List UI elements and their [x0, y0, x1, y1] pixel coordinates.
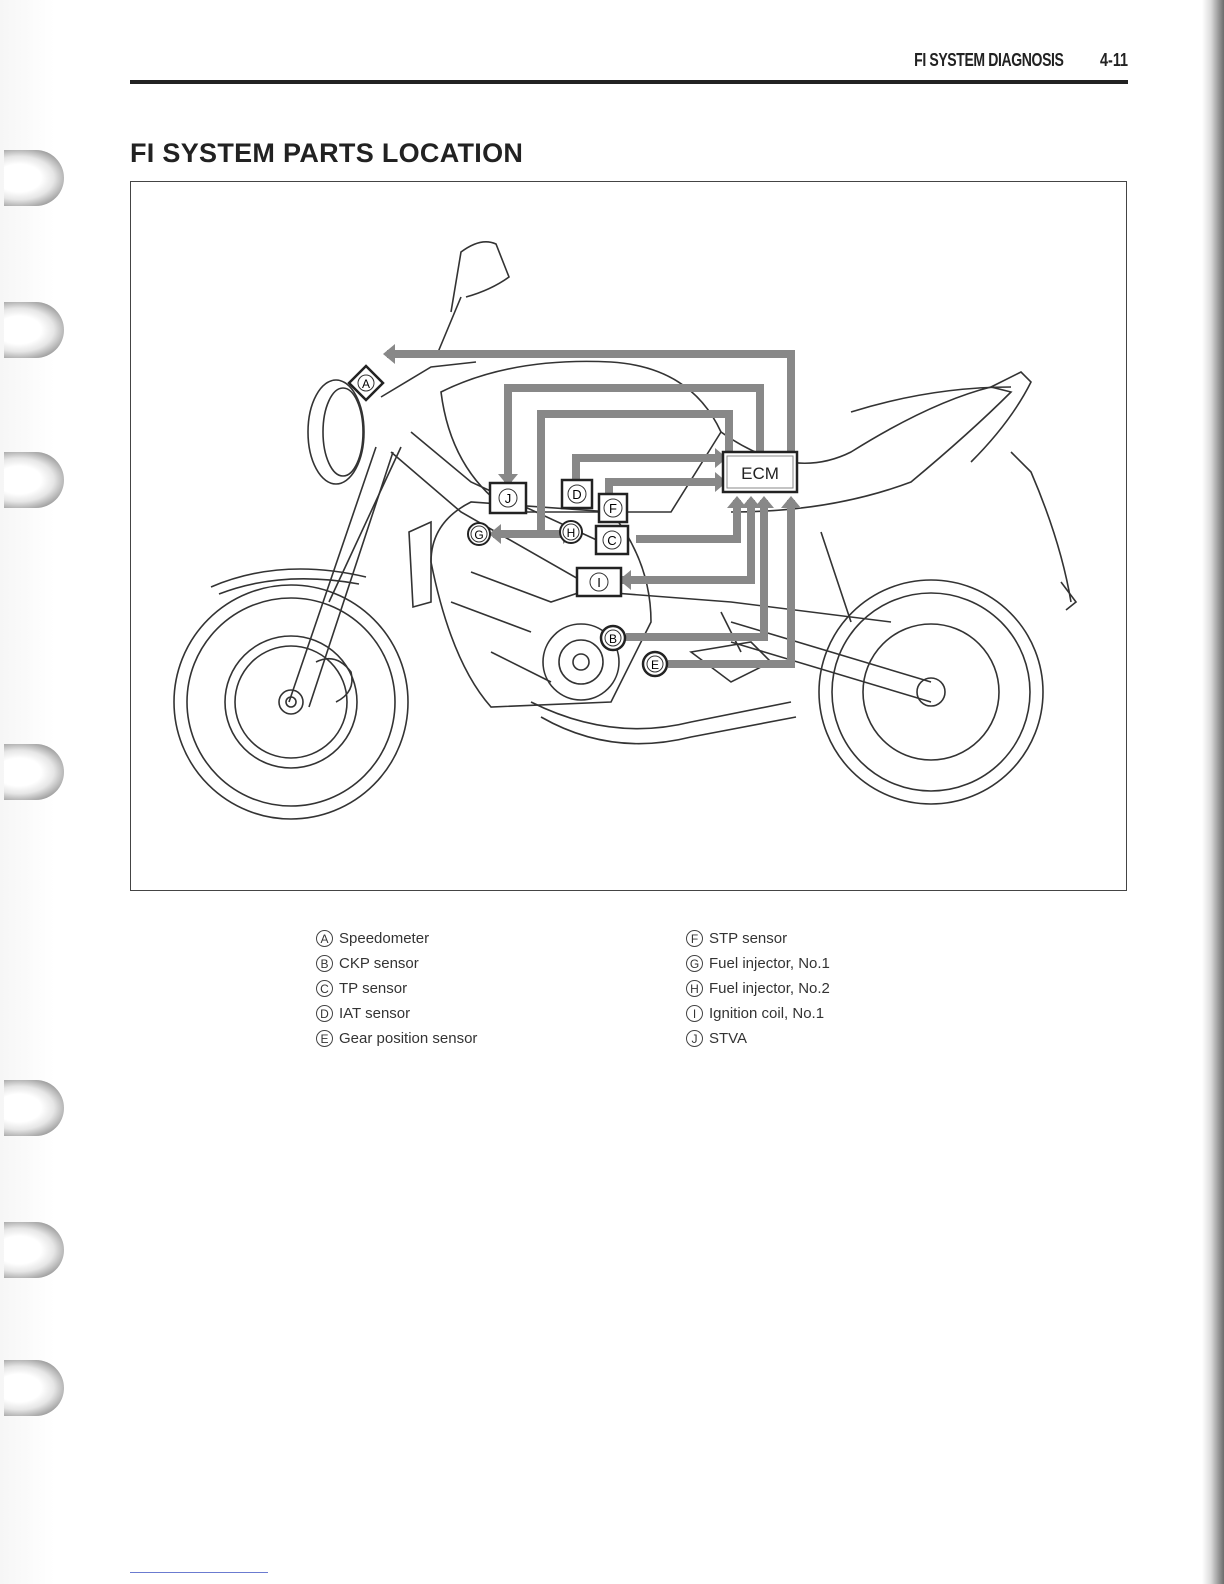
- footer-rule: [130, 1572, 268, 1573]
- marker-label-h: H: [567, 526, 576, 540]
- legend-item: G Fuel injector, No.1: [686, 951, 830, 976]
- legend-letter: D: [316, 1005, 333, 1022]
- binder-hole: [4, 1080, 64, 1136]
- legend-item: D IAT sensor: [316, 1001, 477, 1026]
- legend-item: I Ignition coil, No.1: [686, 1001, 830, 1026]
- marker-e: E: [643, 652, 667, 676]
- binder-hole: [4, 150, 64, 206]
- marker-label-j: J: [505, 491, 512, 506]
- page-number: 4-11: [1100, 50, 1128, 71]
- marker-label-e: E: [651, 658, 659, 672]
- binder-hole: [4, 744, 64, 800]
- parts-location-figure: ECM A J D F G: [130, 181, 1127, 891]
- section-title: FI SYSTEM PARTS LOCATION: [130, 138, 523, 169]
- ecm-label: ECM: [741, 464, 779, 483]
- marker-c: C: [596, 526, 628, 554]
- marker-label-i: I: [597, 575, 601, 590]
- ecm-box: ECM: [723, 452, 797, 492]
- header-title: FI SYSTEM DIAGNOSIS: [915, 50, 1064, 71]
- legend-item: C TP sensor: [316, 976, 477, 1001]
- marker-d: D: [562, 480, 592, 508]
- legend-letter: I: [686, 1005, 703, 1022]
- binder-margin: [0, 0, 78, 1584]
- binder-hole: [4, 302, 64, 358]
- legend-item: J STVA: [686, 1026, 830, 1051]
- legend-text: Ignition coil, No.1: [709, 1005, 824, 1022]
- legend-item: A Speedometer: [316, 926, 477, 951]
- legend-item: F STP sensor: [686, 926, 830, 951]
- binder-hole: [4, 1222, 64, 1278]
- marker-i: I: [577, 568, 621, 596]
- legend-item: H Fuel injector, No.2: [686, 976, 830, 1001]
- legend-left: A Speedometer B CKP sensor C TP sensor D…: [316, 926, 477, 1051]
- page-edge-shadow: [1202, 0, 1224, 1584]
- legend-item: B CKP sensor: [316, 951, 477, 976]
- legend-text: STP sensor: [709, 930, 787, 947]
- marker-f: F: [599, 494, 627, 522]
- marker-label-f: F: [609, 501, 617, 516]
- legend-letter: E: [316, 1030, 333, 1047]
- legend-letter: B: [316, 955, 333, 972]
- legend-text: IAT sensor: [339, 1005, 410, 1022]
- marker-label-c: C: [607, 533, 616, 548]
- legend-letter: A: [316, 930, 333, 947]
- binder-hole: [4, 452, 64, 508]
- legend-letter: C: [316, 980, 333, 997]
- motorcycle-diagram: ECM A J D F G: [131, 182, 1126, 890]
- marker-g: G: [468, 523, 490, 545]
- marker-label-d: D: [572, 487, 581, 502]
- marker-h: H: [560, 521, 582, 543]
- legend-letter: G: [686, 955, 703, 972]
- legend-right: F STP sensor G Fuel injector, No.1 H Fue…: [686, 926, 830, 1051]
- marker-label-g: G: [474, 528, 483, 542]
- legend-text: Speedometer: [339, 930, 429, 947]
- legend-letter: H: [686, 980, 703, 997]
- marker-b: B: [601, 626, 625, 650]
- binder-hole: [4, 1360, 64, 1416]
- legend-letter: F: [686, 930, 703, 947]
- legend-text: CKP sensor: [339, 955, 419, 972]
- legend-text: Fuel injector, No.2: [709, 980, 830, 997]
- page-header: FI SYSTEM DIAGNOSIS 4-11: [130, 46, 1128, 84]
- marker-j: J: [490, 483, 526, 513]
- marker-label-a: A: [362, 377, 370, 391]
- legend-item: E Gear position sensor: [316, 1026, 477, 1051]
- marker-label-b: B: [609, 632, 617, 646]
- legend-letter: J: [686, 1030, 703, 1047]
- legend-text: STVA: [709, 1030, 747, 1047]
- legend-text: Fuel injector, No.1: [709, 955, 830, 972]
- legend-text: TP sensor: [339, 980, 407, 997]
- legend-text: Gear position sensor: [339, 1030, 477, 1047]
